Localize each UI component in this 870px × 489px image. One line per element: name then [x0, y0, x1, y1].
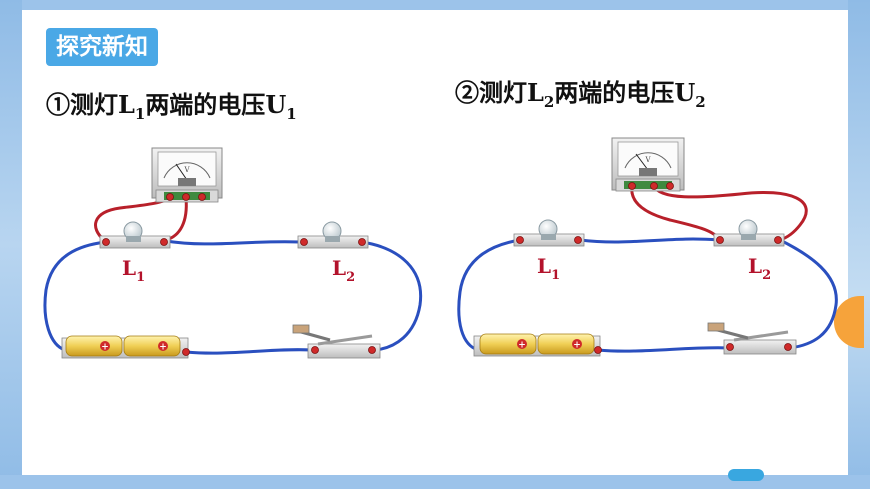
wire-blue: [43, 240, 107, 352]
svg-text:+: +: [159, 343, 167, 353]
text-mid: 两端的电压: [554, 78, 675, 107]
lamp-l2: [713, 219, 785, 247]
wire-blue: [185, 348, 313, 355]
section-title: 探究新知: [46, 28, 158, 66]
switch: [292, 324, 381, 359]
voltmeter: V: [151, 147, 223, 203]
wire-blue: [361, 240, 423, 352]
label-l1: L1: [537, 254, 560, 283]
voltmeter: V: [611, 137, 685, 192]
voltage-sub: 2: [695, 93, 706, 111]
frame-bottom: [0, 475, 870, 489]
lamp-var: L: [527, 78, 544, 107]
wire-blue: [779, 238, 838, 350]
wire-blue: [579, 237, 719, 244]
svg-text:+: +: [101, 343, 109, 353]
voltage-var: U: [265, 90, 287, 119]
lamp-sub: 1: [134, 105, 146, 123]
frame-top: [0, 0, 870, 10]
switch: [707, 322, 797, 355]
svg-text:+: +: [573, 341, 581, 351]
circuit-1: V +: [43, 147, 423, 359]
label-l2: L2: [748, 254, 771, 283]
wire-blue: [165, 239, 301, 246]
blue-decoration: [728, 469, 764, 481]
text-mid: 两端的电压: [145, 90, 266, 119]
experiment-2-heading: ②测灯L2两端的电压U2: [455, 78, 706, 117]
lamp-var: L: [118, 90, 135, 119]
circuit-2: V +: [457, 137, 838, 357]
lamp-l1: [513, 219, 585, 247]
text-before: 测灯: [479, 78, 527, 107]
wire-red: [652, 185, 808, 242]
lamp-sub: 2: [543, 93, 555, 111]
battery: + +: [473, 333, 602, 357]
meter-symbol: V: [644, 156, 651, 164]
meter-symbol: V: [183, 166, 190, 174]
battery: + +: [61, 335, 190, 359]
experiment-1-heading: ①测灯L1两端的电压U1: [46, 90, 297, 129]
wire-blue: [457, 238, 521, 352]
label-l1: L1: [122, 256, 145, 285]
wire-blue: [597, 346, 731, 353]
voltage-var: U: [674, 78, 696, 107]
frame-right: [848, 0, 870, 489]
label-l2: L2: [332, 256, 355, 285]
lamp-l2: [297, 221, 369, 249]
marker-2: ②: [455, 78, 479, 107]
wire-red: [165, 197, 188, 242]
text-before: 测灯: [70, 90, 118, 119]
svg-text:+: +: [518, 341, 526, 351]
lamp-l1: [99, 221, 171, 249]
wire-red: [630, 185, 720, 240]
marker-1: ①: [46, 90, 70, 119]
frame-left: [0, 0, 22, 489]
voltage-sub: 1: [286, 105, 297, 123]
